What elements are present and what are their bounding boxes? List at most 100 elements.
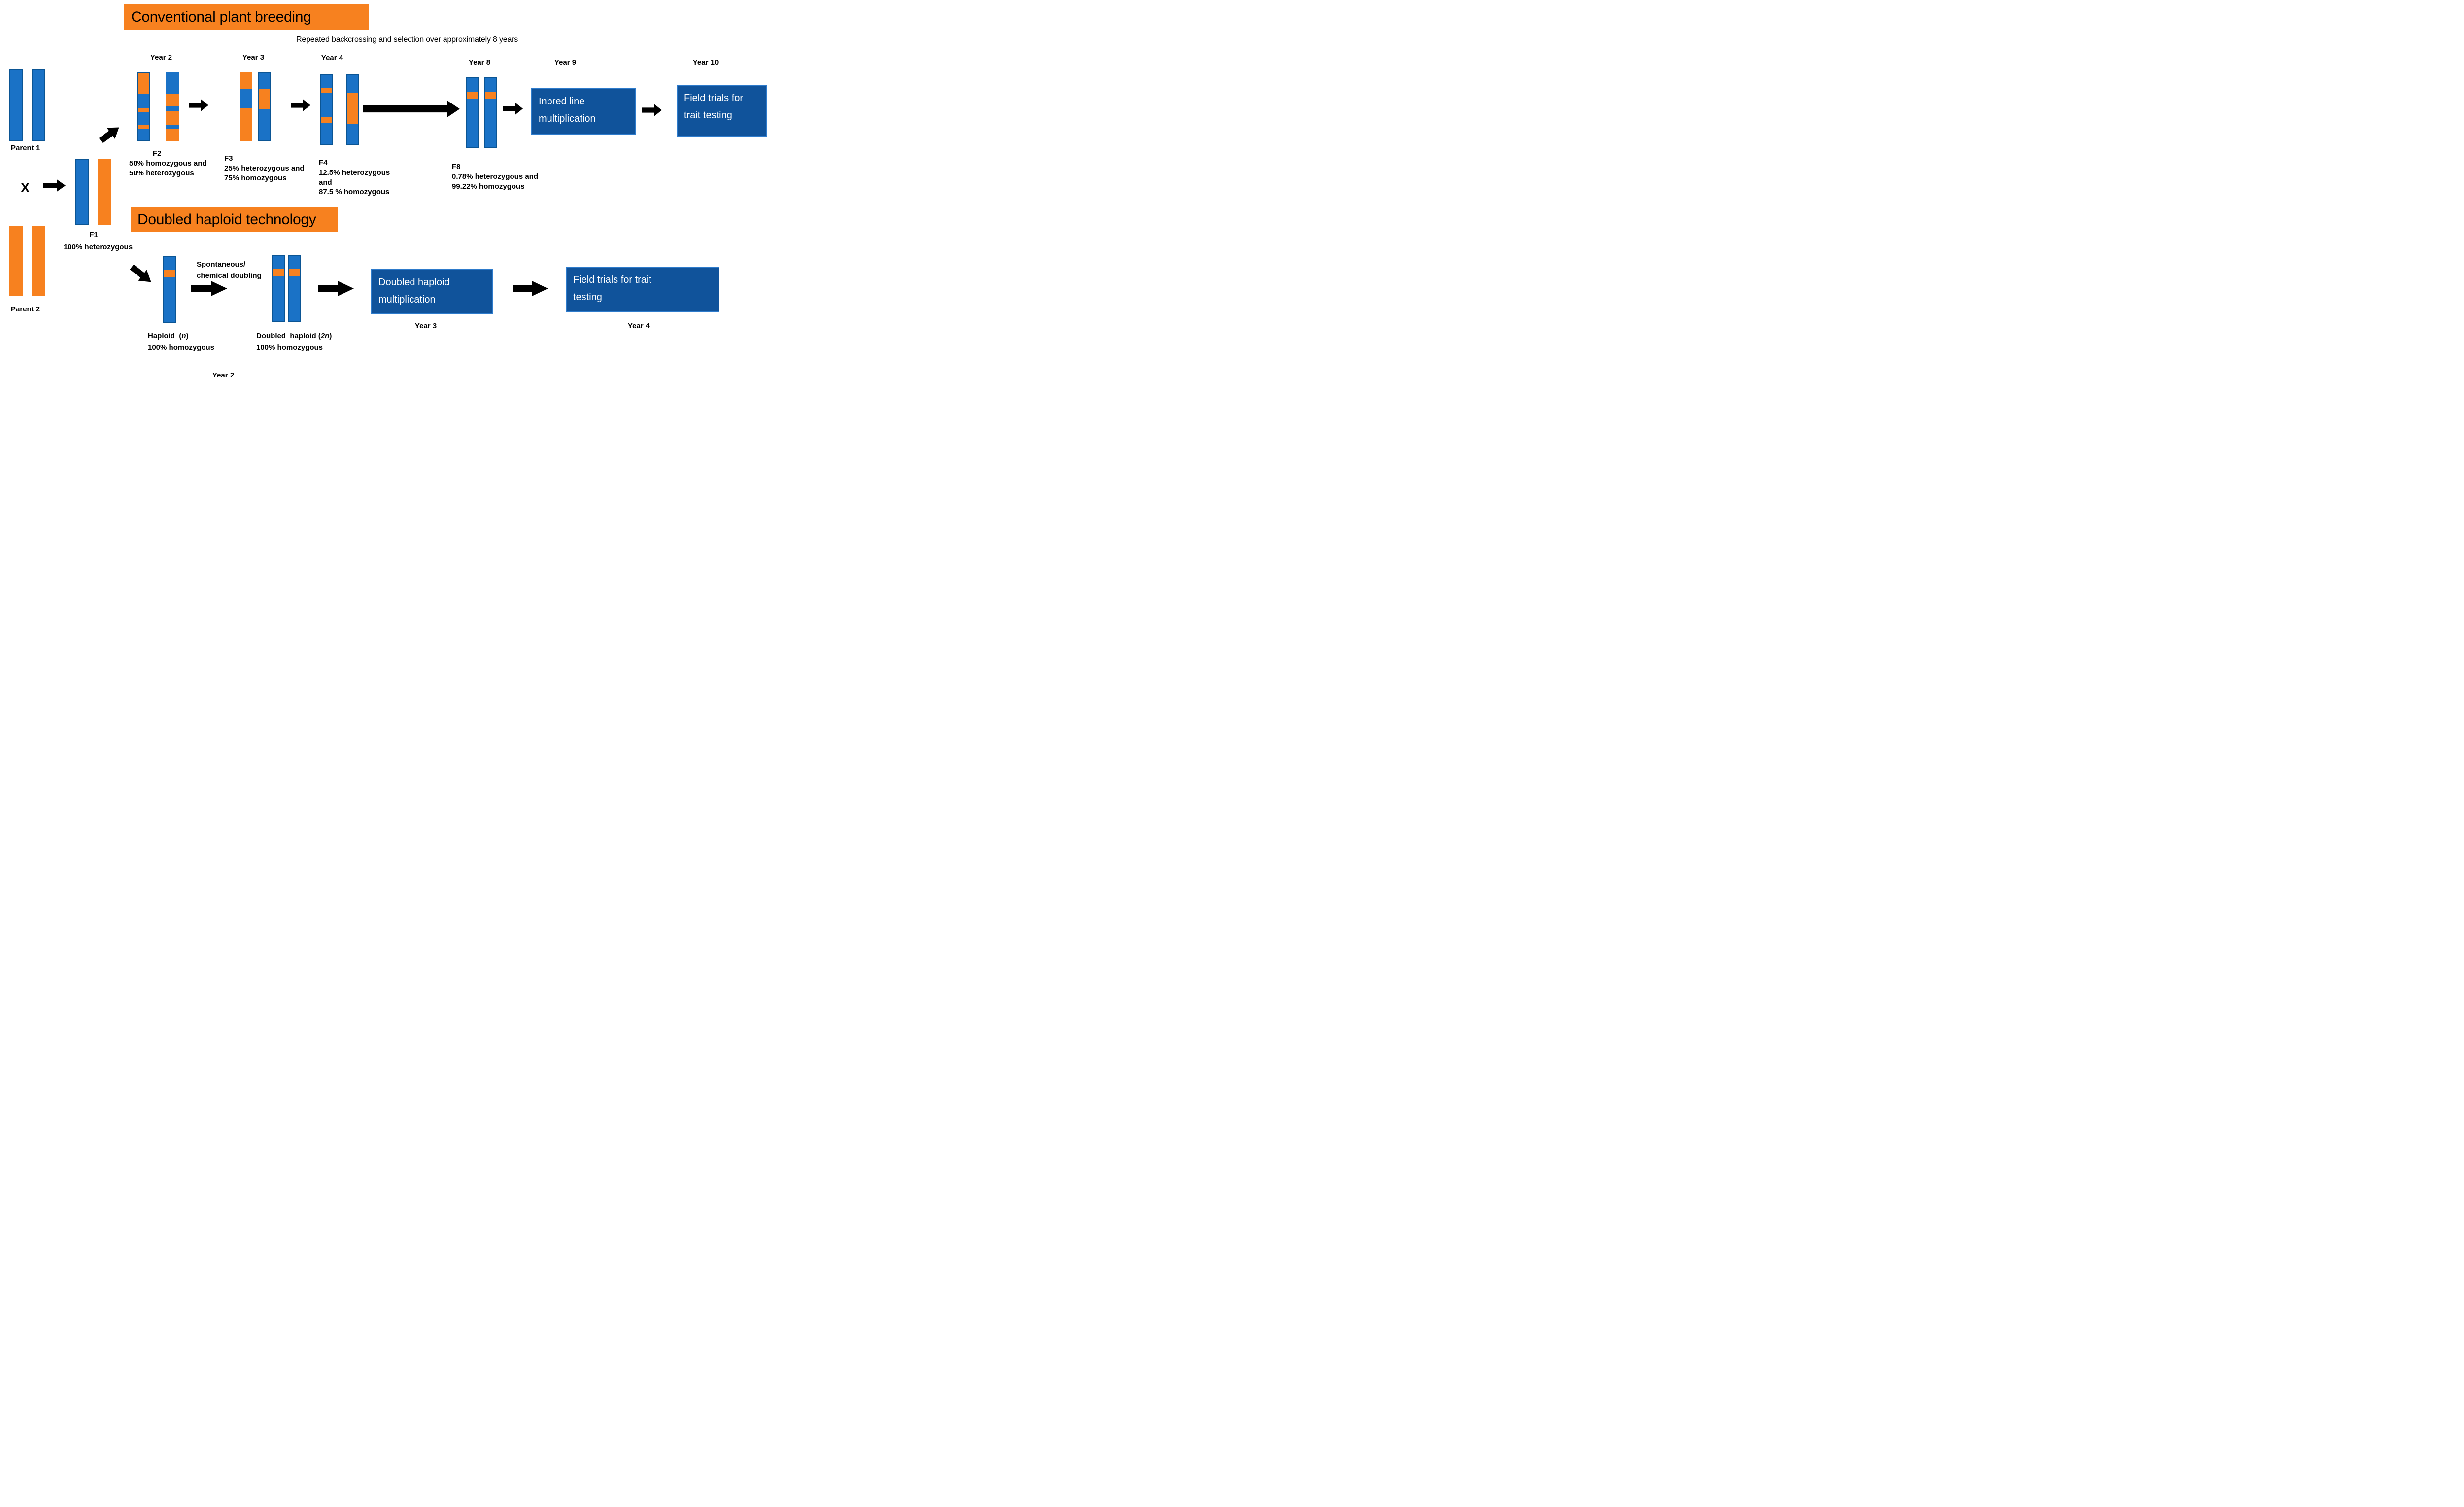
doubled-haploid-multiplication-box: Doubled haploid multiplication bbox=[371, 269, 493, 314]
doubled-haploid-label: Doubled haploid (2n) bbox=[256, 331, 332, 341]
chromosome-segment-blue bbox=[273, 256, 284, 269]
haploid-label-pre: Haploid ( bbox=[148, 332, 182, 340]
field-box2-line1: Field trials for trait bbox=[573, 274, 651, 285]
chromosome-segment-blue bbox=[467, 78, 478, 93]
haploid-label-post: ) bbox=[186, 332, 189, 340]
f8-label: F8 bbox=[452, 163, 461, 171]
chromosome-segment-blue bbox=[138, 112, 149, 125]
chromosome-segment-blue bbox=[321, 75, 332, 88]
haploid-desc: 100% homozygous bbox=[148, 343, 215, 352]
chromosome-segment-blue bbox=[166, 72, 179, 94]
chromosome-segment-orange bbox=[166, 93, 179, 107]
subtitle: Repeated backcrossing and selection over… bbox=[296, 35, 518, 44]
chromosome-segment-orange bbox=[138, 125, 149, 129]
doubled-haploid-banner-label: Doubled haploid technology bbox=[137, 211, 316, 228]
field-trials-box-conventional: Field trials for trait testing bbox=[677, 85, 767, 137]
chromosome-segment-blue bbox=[33, 70, 44, 140]
chromosome-segment-blue bbox=[240, 88, 252, 108]
year-9-label: Year 9 bbox=[554, 58, 577, 67]
field-box1-line1: Field trials for bbox=[684, 93, 744, 103]
f4-chromosome-1 bbox=[320, 74, 333, 145]
chromosome-segment-blue bbox=[289, 276, 300, 321]
chromosome-segment-blue bbox=[259, 108, 270, 140]
doubled-haploid-label-pre: Doubled haploid ( bbox=[256, 332, 321, 340]
chromosome-segment-orange bbox=[347, 93, 358, 124]
chromosome-segment-orange bbox=[289, 269, 300, 276]
year-10-label: Year 10 bbox=[692, 58, 719, 67]
f3-chromosome-2 bbox=[258, 72, 271, 141]
f3-desc-line1: 25% heterozygous and bbox=[224, 164, 305, 172]
chromosome-segment-orange bbox=[164, 270, 175, 277]
doubled-haploid-desc: 100% homozygous bbox=[256, 343, 323, 352]
arrow-f8-to-inbred-icon bbox=[503, 102, 523, 115]
doubled-haploid-label-post: ) bbox=[329, 332, 332, 340]
chromosome-segment-orange bbox=[138, 73, 149, 94]
chromosome-segment-blue bbox=[138, 129, 149, 140]
f4-label: F4 bbox=[319, 159, 328, 167]
f8-desc-line1: 0.78% heterozygous and bbox=[452, 172, 539, 181]
year-3-label: Year 3 bbox=[242, 53, 265, 62]
arrow-cross-to-f1-icon bbox=[43, 179, 66, 192]
chromosome-segment-blue bbox=[347, 75, 358, 93]
f8-chromosome-2 bbox=[484, 77, 497, 148]
f1-chromosome-1 bbox=[75, 159, 89, 225]
chromosome-segment-orange bbox=[485, 92, 496, 100]
mult-box-line2: multiplication bbox=[378, 294, 436, 305]
dh-year-2-label: Year 2 bbox=[212, 371, 235, 379]
arrow-diagonal-up-icon bbox=[97, 122, 123, 146]
chromosome-segment-blue bbox=[321, 93, 332, 117]
chromosome-segment-orange bbox=[321, 117, 332, 123]
chromosome-segment-orange bbox=[138, 108, 149, 112]
chromosome-segment-orange bbox=[321, 88, 332, 93]
f3-chromosome-1 bbox=[240, 72, 252, 141]
chromosome-segment-blue bbox=[166, 106, 179, 111]
inbred-box-line2: multiplication bbox=[539, 113, 596, 124]
f1-desc: 100% heterozygous bbox=[64, 243, 133, 251]
conventional-banner: Conventional plant breeding bbox=[124, 4, 369, 30]
f3-label: F3 bbox=[224, 154, 233, 163]
arrow-diagonal-down-icon bbox=[128, 262, 156, 288]
f2-chromosome-1 bbox=[137, 72, 150, 141]
chromosome-segment-blue bbox=[485, 99, 496, 147]
chromosome-segment-blue bbox=[138, 94, 149, 108]
f3-desc-line2: 75% homozygous bbox=[224, 174, 287, 182]
f2-desc-line2: 50% heterozygous bbox=[129, 169, 194, 177]
arrow-haploid-to-doubled-icon bbox=[191, 281, 227, 296]
mult-box-line1: Doubled haploid bbox=[378, 277, 450, 288]
f2-chromosome-2 bbox=[166, 72, 179, 141]
parent1-chromosome-2 bbox=[32, 69, 45, 141]
chromosome-segment-blue bbox=[166, 125, 179, 129]
arrow-doubled-to-mult-icon bbox=[318, 281, 354, 296]
chromosome-segment-blue bbox=[164, 277, 175, 322]
parent2-chromosome-2 bbox=[32, 226, 45, 296]
f1-label: F1 bbox=[89, 231, 98, 239]
doubling-label-line1: Spontaneous/ bbox=[197, 260, 246, 269]
field-trials-box-dh: Field trials for trait testing bbox=[566, 267, 719, 312]
arrow-f2-to-f3-icon bbox=[189, 99, 208, 112]
chromosome-segment-orange bbox=[9, 226, 23, 296]
year-4-label: Year 4 bbox=[321, 54, 343, 62]
parent1-label: Parent 1 bbox=[11, 144, 40, 152]
year-8-label: Year 8 bbox=[468, 58, 491, 67]
doubled-haploid-chromosome-1 bbox=[272, 255, 285, 322]
chromosome-segment-orange bbox=[467, 92, 478, 100]
f8-desc-line2: 99.22% homozygous bbox=[452, 182, 525, 191]
doubled-haploid-label-2n: 2n bbox=[320, 332, 330, 340]
chromosome-segment-orange bbox=[166, 110, 179, 125]
chromosome-segment-orange bbox=[240, 72, 252, 89]
chromosome-segment-blue bbox=[259, 73, 270, 89]
f4-desc-line1: 12.5% heterozygous bbox=[319, 169, 390, 177]
chromosome-segment-orange bbox=[32, 226, 45, 296]
arrow-f3-to-f4-icon bbox=[291, 99, 310, 112]
f2-desc-line1: 50% homozygous and bbox=[129, 159, 207, 168]
chromosome-segment-blue bbox=[273, 276, 284, 321]
doubled-haploid-banner: Doubled haploid technology bbox=[131, 207, 338, 232]
chromosome-segment-orange bbox=[259, 88, 270, 109]
year-2-label: Year 2 bbox=[150, 53, 172, 62]
inbred-line-multiplication-box: Inbred line multiplication bbox=[531, 88, 636, 135]
chromosome-segment-blue bbox=[164, 257, 175, 270]
chromosome-segment-orange bbox=[166, 129, 179, 141]
chromosome-segment-blue bbox=[10, 70, 22, 140]
field-box1-line2: trait testing bbox=[684, 110, 732, 121]
chromosome-segment-orange bbox=[273, 269, 284, 276]
